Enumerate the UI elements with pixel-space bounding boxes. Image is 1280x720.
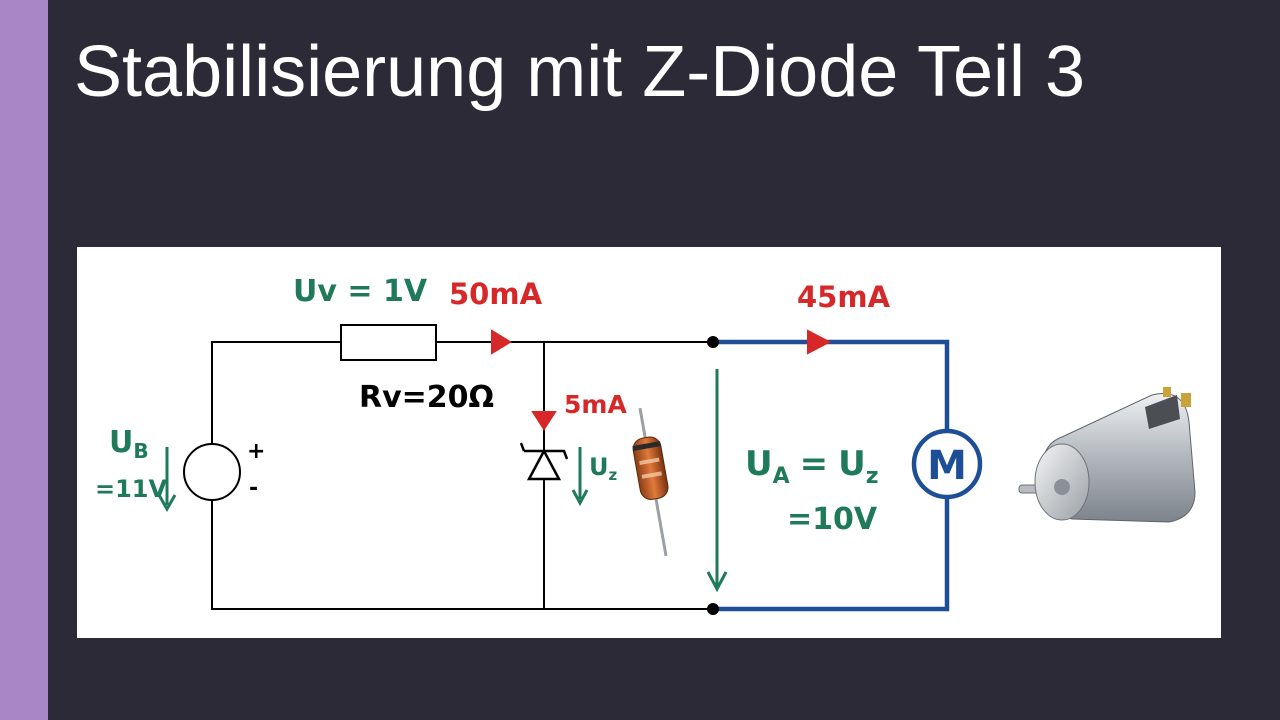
circuit-diagram-panel: + - M <box>77 247 1221 638</box>
output-voltage-equation: UA=Uz <box>745 444 879 489</box>
output-voltage-equals: = <box>800 444 829 484</box>
slide-title: Stabilisierung mit Z-Diode Teil 3 <box>74 32 1086 112</box>
total-current-label: 50mA <box>449 277 543 311</box>
supply-voltage-symbol: UB <box>109 425 149 463</box>
series-voltage-label: Uv = 1V <box>293 274 428 309</box>
supply-voltage-value: =11V <box>95 475 168 503</box>
supply-voltage-letter: U <box>109 425 133 460</box>
source-plus: + <box>247 439 265 464</box>
arrow-zener-current <box>531 411 557 431</box>
zener-current-label: 5mA <box>564 390 627 419</box>
dc-motor-photo <box>1018 387 1196 523</box>
output-terminal-bottom <box>707 603 719 615</box>
output-voltage-rhs-subscript: z <box>866 464 879 489</box>
output-voltage-rhs: U <box>838 444 866 484</box>
voltage-arrows <box>157 369 728 593</box>
zener-diode-symbol <box>519 442 569 481</box>
supply-voltage-subscript: B <box>133 439 148 463</box>
circuit-diagram: + - M <box>95 274 1196 615</box>
motor-label: M <box>927 443 967 489</box>
zener-diode-photo <box>632 407 669 557</box>
zener-voltage-letter: U <box>589 453 609 481</box>
output-voltage-lhs: U <box>745 444 773 484</box>
arrow-total-current <box>491 329 512 355</box>
accent-bar <box>0 0 48 720</box>
zener-voltage-subscript: z <box>609 466 618 484</box>
current-arrows <box>491 329 832 431</box>
motor-symbol <box>911 428 983 500</box>
load-current-label: 45mA <box>797 280 891 314</box>
output-voltage-value: =10V <box>787 502 878 537</box>
voltage-source <box>183 443 241 501</box>
source-minus: - <box>249 476 258 501</box>
series-resistor <box>340 324 437 361</box>
arrow-load-current <box>807 329 832 355</box>
zener-voltage-symbol: Uz <box>589 453 618 484</box>
series-resistor-label: Rv=20Ω <box>359 380 494 415</box>
output-voltage-lhs-subscript: A <box>773 464 790 489</box>
output-terminal-top <box>707 336 719 348</box>
